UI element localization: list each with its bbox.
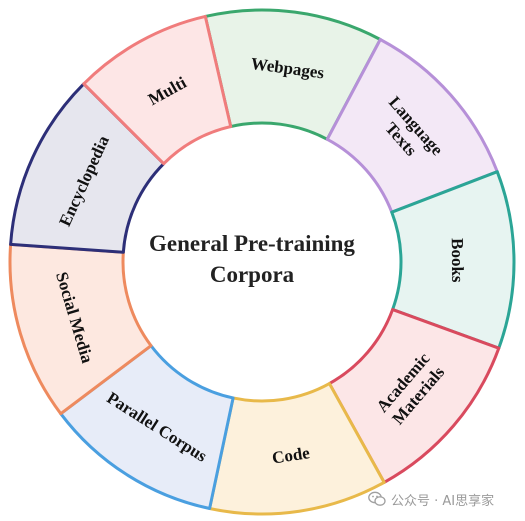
wechat-icon <box>368 491 386 506</box>
segment-multi <box>82 14 233 166</box>
watermark-text: 公众号 · AI思享家 <box>391 493 495 509</box>
label-books-line-1: Books <box>448 238 467 283</box>
center-title-line1: General Pre-training <box>149 231 355 256</box>
center-title-line2: Corpora <box>210 262 295 287</box>
watermark: 公众号 · AI思享家 <box>368 488 518 510</box>
label-books: Books <box>448 238 467 283</box>
